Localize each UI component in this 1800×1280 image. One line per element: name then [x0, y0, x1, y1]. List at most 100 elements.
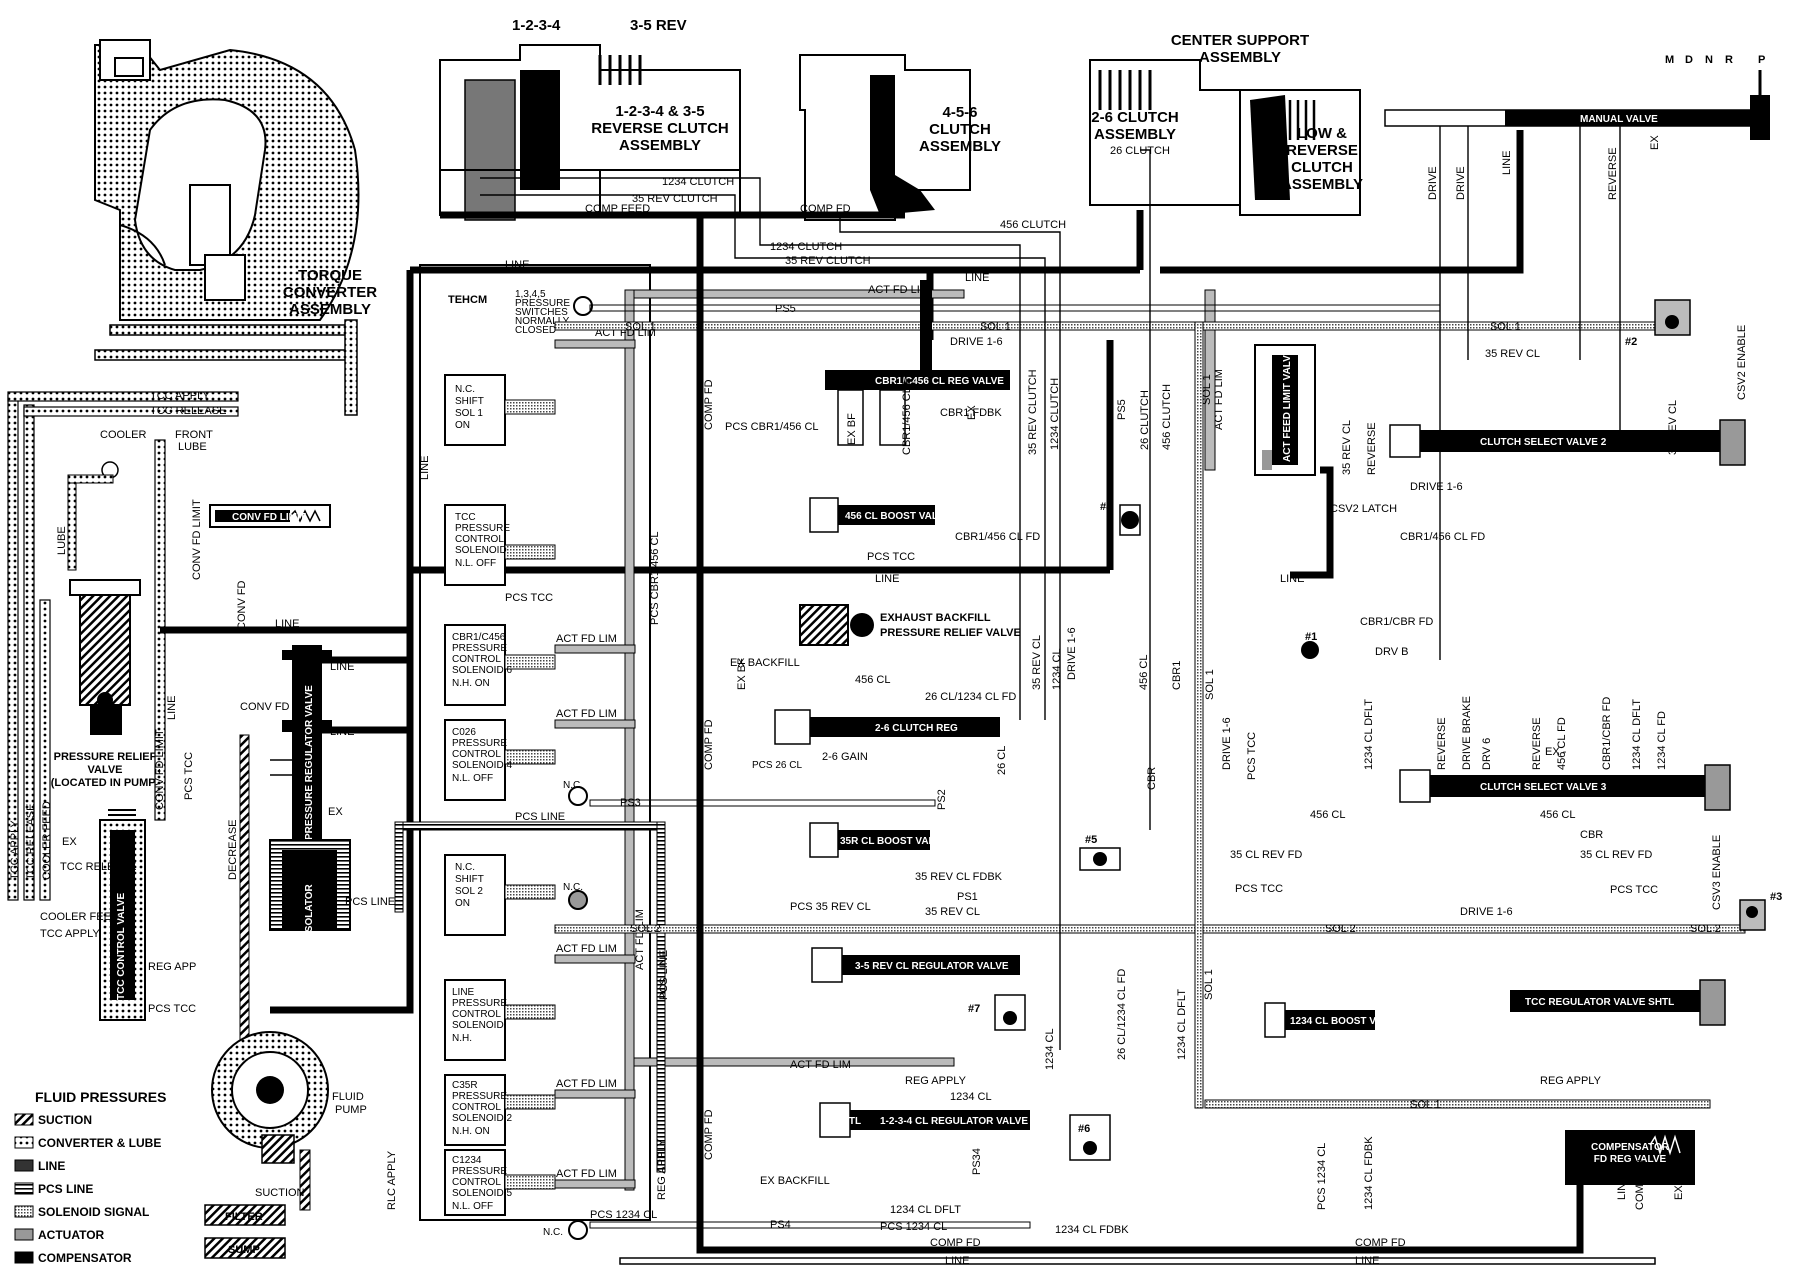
- ex-bf-vert: EX BF: [736, 658, 748, 690]
- sol1-line-3: SOL 1: [455, 408, 483, 419]
- pcs-line-vert-label: PCS LINE: [658, 950, 670, 1000]
- solenoid-c026: [444, 719, 556, 801]
- legend-swatch-actuator: [14, 1228, 34, 1241]
- reg-apply-vert: REG APPLY: [656, 1138, 668, 1200]
- torque-converter: [94, 39, 360, 416]
- c026-sol-line-3: CONTROL: [452, 749, 501, 760]
- clutch-456-label-2: CLUTCH: [929, 121, 991, 138]
- act-fd-lim-label-5: ACT FD LIM: [556, 1078, 617, 1090]
- ps-note-1: 1,3,4,5: [515, 289, 546, 300]
- cbr-vert: CBR: [1146, 767, 1158, 790]
- sol1-line-4: ON: [455, 420, 470, 431]
- comp-fd-label-bottom: COMP FD: [930, 1237, 981, 1249]
- tcc-release-channel: [23, 404, 35, 901]
- pressure-regulator-valve-label: PRESSURE REGULATOR VALVE: [304, 685, 315, 840]
- line-label-bottom-2: LINE: [1355, 1255, 1379, 1267]
- cbr1-456-fd-label-2: CBR1/456 CL FD: [955, 531, 1040, 543]
- c35rev-clutch-label: 35 REV CLUTCH: [632, 193, 718, 205]
- c1234-sol-line-2: PRESSURE: [452, 1166, 507, 1177]
- cbr1-cbr-fd-label: CBR1/CBR FD: [1360, 616, 1433, 628]
- cbr1-fdbk-label: CBR1 FDBK: [940, 407, 1002, 419]
- pcs-cbr1-456-label: PCS CBR1/456 CL: [725, 421, 819, 433]
- c35r-sol-line-5: N.H. ON: [452, 1126, 490, 1137]
- sol1-label-3: SOL 1: [1490, 321, 1521, 333]
- fluid-pump-label-2: PUMP: [335, 1104, 367, 1116]
- reverse-vert-csv3-2: REVERSE: [1531, 717, 1543, 770]
- checkball-2: [1654, 299, 1691, 336]
- sol2-line-3: SOL 2: [455, 886, 483, 897]
- line-label-mid: LINE: [875, 573, 899, 585]
- cbr-label-right: CBR: [1580, 829, 1603, 841]
- c1234-clutch-label: 1234 CLUTCH: [662, 176, 734, 188]
- legend-item-solenoid: SOLENOID SIGNAL: [38, 1205, 149, 1219]
- act-fd-lim-label-8: ACT FD LIM: [868, 284, 929, 296]
- comp-feed-label: COMP FEED: [585, 203, 650, 215]
- act-fd-lim-vert-right: ACT FD LIM: [1213, 369, 1225, 430]
- cooler-label: COOLER: [100, 429, 147, 441]
- reg-apply-label: REG APPLY: [905, 1075, 967, 1087]
- compensator-label-1: COMPENSATOR: [1591, 1142, 1670, 1153]
- range-n: N: [1705, 54, 1713, 66]
- pressure-regulator-valve: [270, 645, 332, 845]
- pcs-line-iso-label: PCS LINE: [345, 896, 395, 908]
- solenoid-line-pcs: [444, 979, 556, 1061]
- drv-b-label: DRV B: [1375, 646, 1408, 658]
- tcc-apply-label: TCC APPLY: [150, 390, 210, 402]
- fluid-pump: [211, 1031, 329, 1211]
- reg-1234-label: 1-2-3-4 CL REGULATOR VALVE: [880, 1116, 1028, 1127]
- decrease-channel: [239, 734, 250, 1066]
- line-label-left: LINE: [275, 618, 299, 630]
- drive16-top-label: DRIVE 1-6: [950, 336, 1003, 348]
- c35-rev-clutch-vert: 35 REV CLUTCH: [1027, 369, 1039, 455]
- c35rev-clutch-label-2: 35 REV CLUTCH: [785, 255, 871, 267]
- clutch-1234-label-2: REVERSE CLUTCH: [591, 120, 729, 137]
- act-fd-lim-label-4: ACT FD LIM: [556, 943, 617, 955]
- pressure-relief-label-1: PRESSURE RELIEF: [54, 751, 157, 763]
- pcs-1234-tehcm-label: PCS 1234 CL: [590, 1209, 657, 1221]
- sol1-line-1: N.C.: [455, 384, 475, 395]
- reg-35rev-label: 3-5 REV CL REGULATOR VALVE: [855, 961, 1009, 972]
- sol1-line-2: SHIFT: [455, 396, 484, 407]
- solenoid-c1234: [444, 1149, 556, 1216]
- filter-label: FILTER: [225, 1211, 263, 1223]
- c35r-sol-line-1: C35R: [452, 1080, 478, 1091]
- tcc-apply-top: [7, 391, 239, 402]
- actuator-feed-circuit: [554, 289, 1216, 1191]
- sol1-vert-3: SOL 1: [1203, 969, 1215, 1000]
- pcs-line-circuit: [394, 821, 666, 1173]
- cbr1-sol-line-4: SOLENOID 6: [452, 665, 512, 676]
- tcc-release-vert-label: TCC RELEASE: [25, 804, 37, 880]
- sump-label: SUMP: [228, 1244, 260, 1256]
- csv3-enable-label: CSV3 ENABLE: [1711, 835, 1723, 910]
- clutch-1234-label-3: ASSEMBLY: [619, 137, 701, 154]
- decrease-label: DECREASE: [227, 819, 239, 880]
- legend-swatch-line: [14, 1159, 34, 1172]
- torque-converter-label-3: ASSEMBLY: [289, 301, 371, 318]
- line-label-top-2: LINE: [965, 272, 989, 284]
- pcs-tcc-lower-label: PCS TCC: [1235, 883, 1283, 895]
- drive16-csv2-label: DRIVE 1-6: [1410, 481, 1463, 493]
- sol1-vert-2: SOL 1: [1204, 669, 1216, 700]
- checkball-6-label: #6: [1078, 1123, 1090, 1135]
- legend-title: FLUID PRESSURES: [35, 1089, 166, 1105]
- c1234-cl-dflt-fd-vert: 1234 CL FD: [1656, 711, 1668, 770]
- clutch-26-label-2: ASSEMBLY: [1094, 126, 1176, 143]
- pcs-tcc-right-label: PCS TCC: [1610, 884, 1658, 896]
- act-feed-limit-valve: [1254, 344, 1316, 476]
- tcc-sol-line-5: N.L. OFF: [455, 558, 496, 569]
- range-d: D: [1685, 54, 1693, 66]
- tcc-control-valve: [99, 809, 146, 1021]
- c26-1234-fd-label: 26 CL/1234 CL FD: [925, 691, 1016, 703]
- pressure-relief-label-2: VALVE: [87, 764, 122, 776]
- drv6-label: DRV 6: [1481, 738, 1493, 770]
- checkball-1-label: #1: [1305, 631, 1317, 643]
- clutch-456-label-3: ASSEMBLY: [919, 138, 1001, 155]
- boost-35r-valve: [809, 822, 930, 858]
- cbr1-c456-reg-valve: [825, 280, 1010, 446]
- comp-fd-vert-1: COMP FD: [703, 379, 715, 430]
- act-fd-lim-label-3: ACT FD LIM: [556, 708, 617, 720]
- line-label-right: LINE: [1280, 573, 1304, 585]
- nc-label-ps4: N.C.: [543, 1227, 563, 1238]
- clutch-26-reg-label: 2-6 CLUTCH REG: [875, 723, 958, 734]
